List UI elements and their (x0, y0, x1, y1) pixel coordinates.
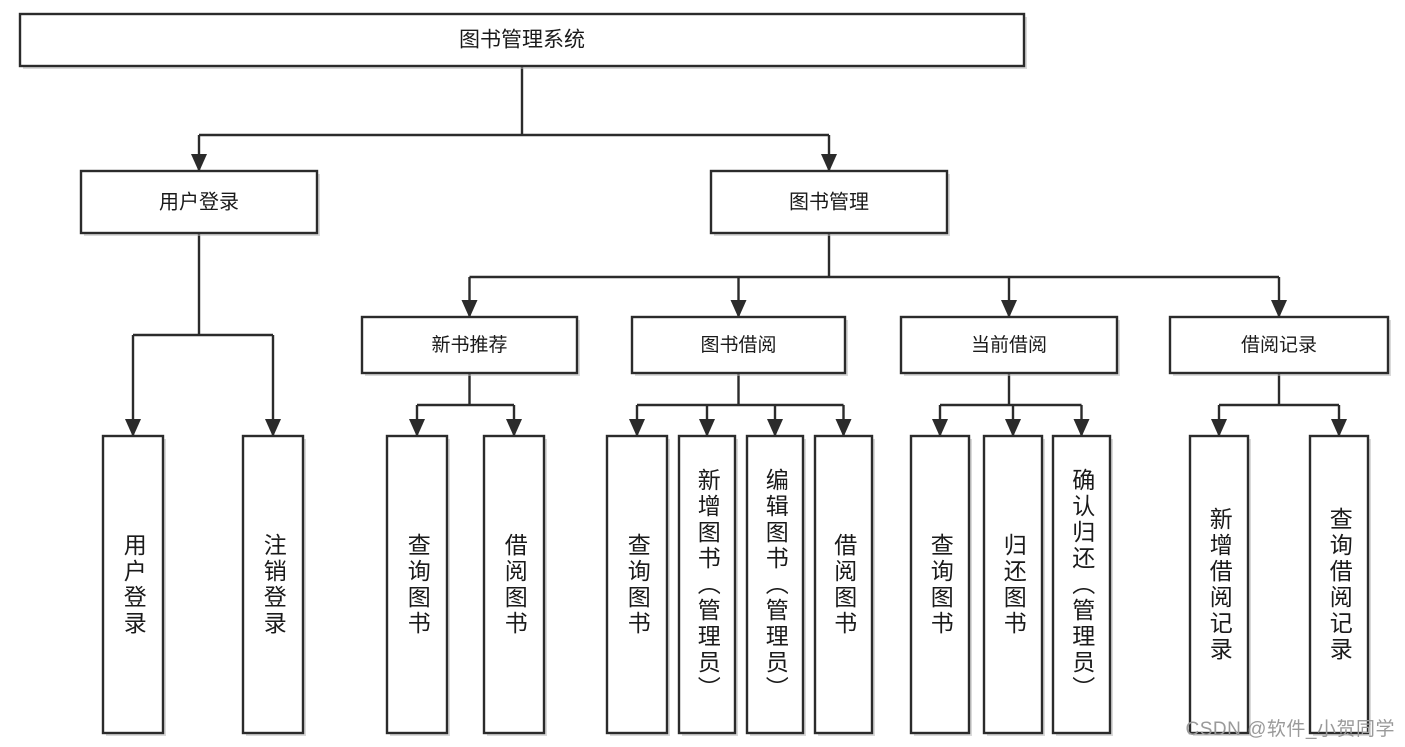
node-leaf-8[interactable] (909, 434, 972, 736)
node-leaf-11[interactable] (1188, 434, 1251, 736)
node-level2-3[interactable]: 借阅记录 (1168, 315, 1391, 376)
arrow-head-icon (409, 419, 425, 437)
arrow-head-icon (1211, 419, 1227, 437)
arrow-head-icon (265, 419, 281, 437)
arrow-head-icon (835, 419, 852, 437)
node-level2-1[interactable]: 图书借阅 (630, 315, 848, 376)
node-leaf-0[interactable] (101, 434, 166, 736)
node-label: 借阅记录 (1241, 334, 1317, 356)
node-leaf-9[interactable] (982, 434, 1045, 736)
node-label: 图书管理系统 (459, 29, 585, 52)
node-label: 图书管理 (789, 190, 869, 213)
node-level2-2[interactable]: 当前借阅 (899, 315, 1120, 376)
arrow-head-icon (506, 419, 522, 437)
arrow-head-icon (1005, 419, 1021, 437)
arrow-head-icon (125, 419, 141, 437)
arrow-head-icon (699, 419, 715, 437)
arrow-head-icon (767, 419, 783, 437)
node-leaf-1[interactable] (241, 434, 306, 736)
arrow-head-icon (629, 419, 645, 437)
node-level2-0[interactable]: 新书推荐 (360, 315, 580, 376)
node-level1-1[interactable]: 图书管理 (709, 169, 950, 236)
arrow-head-icon (932, 419, 948, 437)
arrow-head-icon (821, 154, 837, 172)
arrow-head-icon (1001, 300, 1017, 318)
node-label: 用户登录 (159, 190, 239, 213)
arrow-head-icon (1331, 419, 1347, 437)
node-leaf-3[interactable] (482, 434, 547, 736)
node-leaf-2[interactable] (385, 434, 450, 736)
connector-layer (125, 66, 1347, 437)
arrow-head-icon (1073, 419, 1090, 437)
arrow-head-icon (461, 300, 478, 318)
node-leaf-7[interactable] (813, 434, 875, 736)
node-level1-0[interactable]: 用户登录 (79, 169, 320, 236)
node-leaf-10[interactable] (1051, 434, 1113, 736)
node-leaf-4[interactable] (605, 434, 670, 736)
arrow-head-icon (1271, 300, 1287, 318)
node-root-图书管理系统[interactable]: 图书管理系统 (18, 12, 1027, 69)
node-leaf-6[interactable] (745, 434, 806, 736)
node-label: 图书借阅 (700, 334, 776, 356)
node-label: 当前借阅 (971, 334, 1047, 356)
arrow-head-icon (730, 300, 747, 318)
node-leaf-5[interactable] (677, 434, 738, 736)
node-leaf-12[interactable] (1308, 434, 1371, 736)
watermark-text: CSDN @软件_小贺同学 (1185, 719, 1395, 740)
arrow-head-icon (191, 154, 207, 172)
node-label: 新书推荐 (431, 334, 507, 356)
